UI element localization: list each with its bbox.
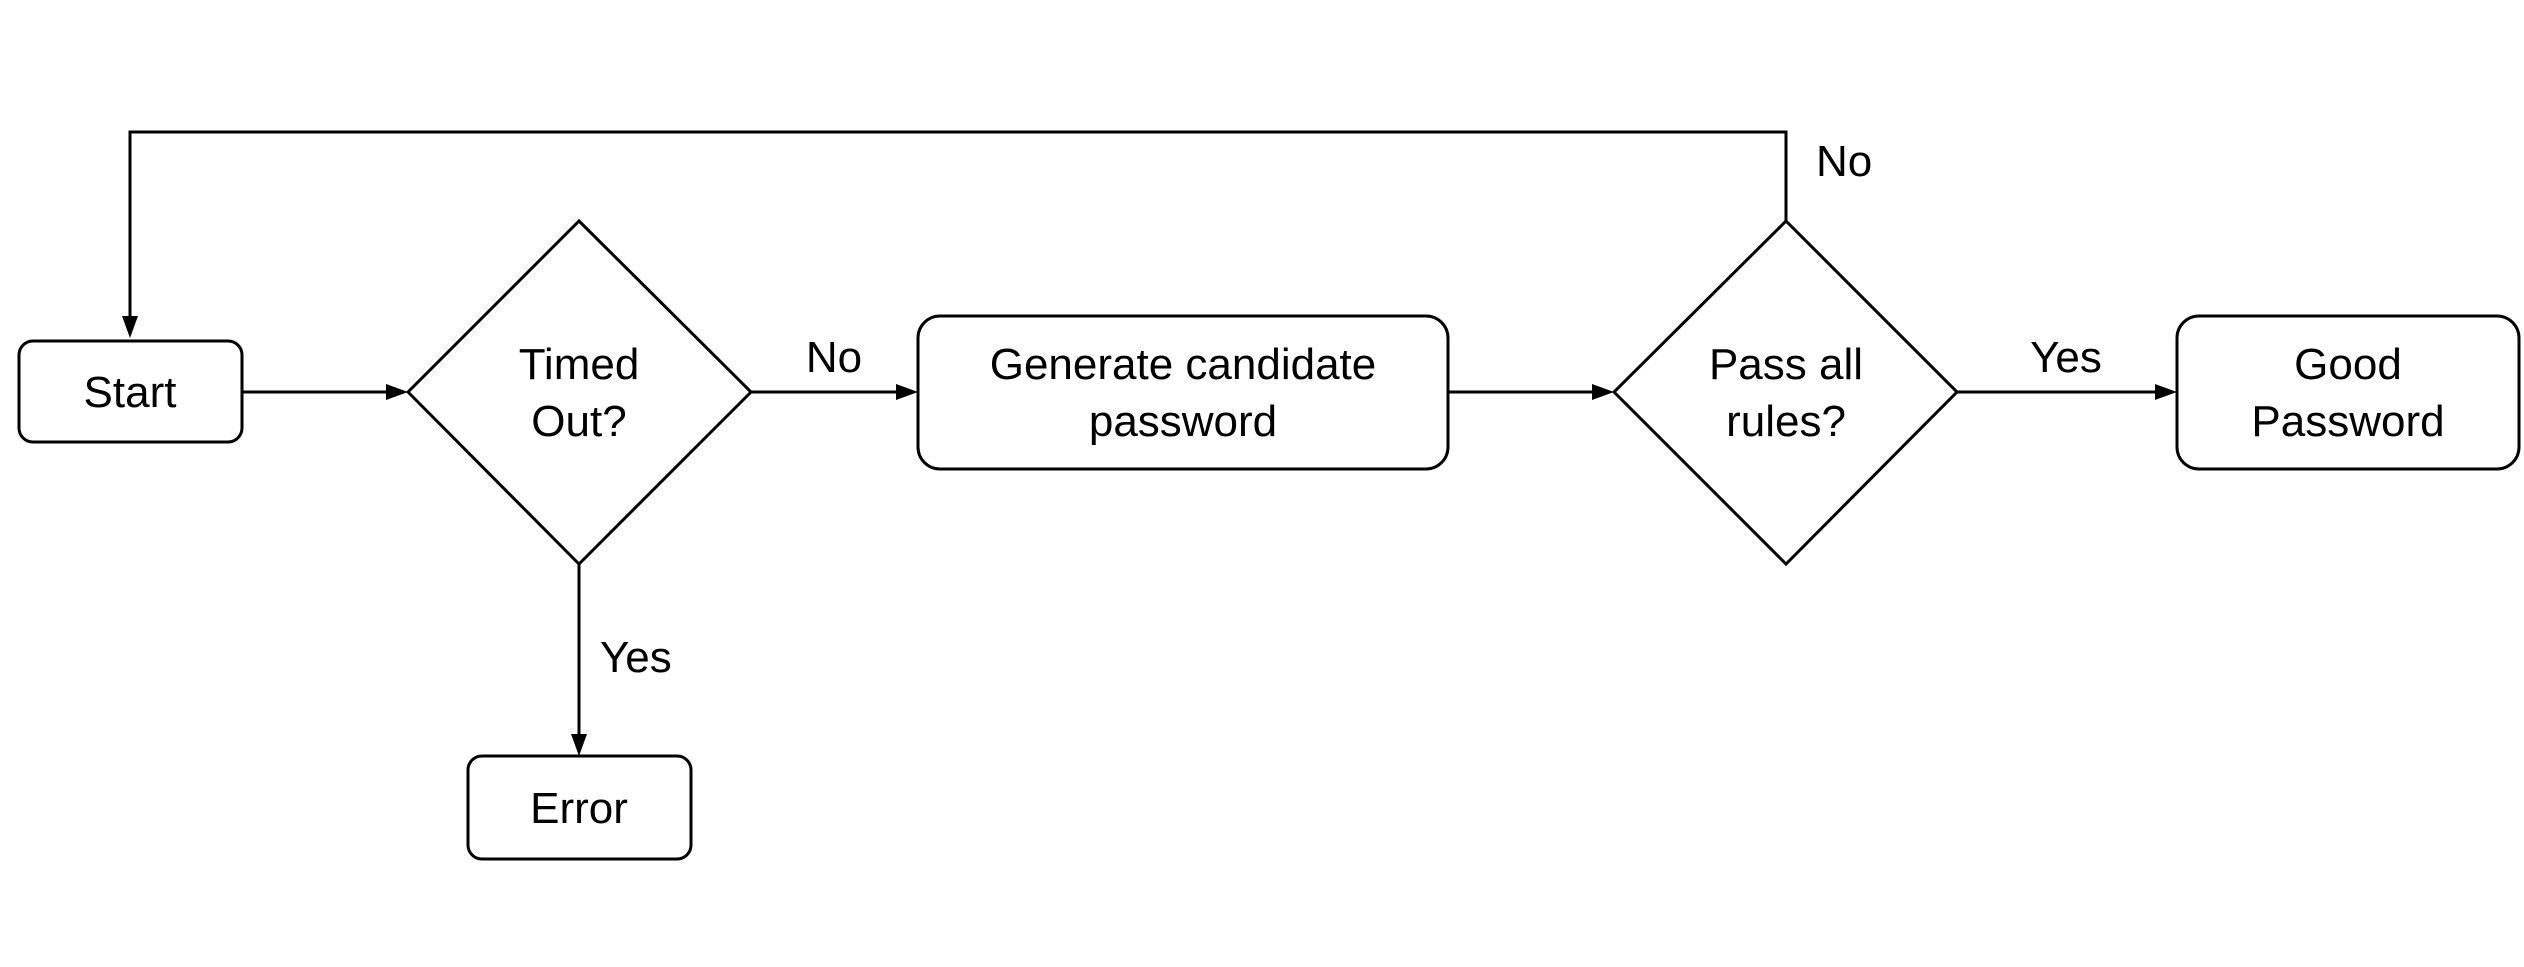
arrowhead — [386, 384, 408, 400]
edge-label-yes: Yes — [600, 633, 672, 682]
arrowhead — [122, 316, 138, 338]
edge-label-no: No — [1816, 137, 1872, 186]
arrowhead — [571, 734, 587, 756]
node-pass-rules-line2: rules? — [1726, 397, 1846, 446]
edge-label-yes: Yes — [2030, 333, 2102, 382]
edge-timed-out-no: No — [751, 333, 918, 400]
edge-pass-rules-no: No — [122, 130, 1872, 338]
node-generate-candidate-password: Generate candidate password — [916, 314, 1450, 471]
edge-pass-rules-yes: Yes — [1957, 333, 2177, 400]
node-timed-out-line2: Out? — [531, 397, 626, 446]
node-generate-line2: password — [1089, 397, 1277, 446]
arrowhead — [896, 384, 918, 400]
node-good-password-line2: Password — [2251, 397, 2444, 446]
edge-start-to-timed-out — [242, 384, 408, 400]
node-good-password: Good Password — [2175, 314, 2521, 471]
node-pass-rules-decision: Pass all rules? — [1611, 218, 1960, 567]
node-error-label: Error — [530, 784, 628, 833]
arrowhead — [1592, 384, 1614, 400]
arrowhead — [2155, 384, 2177, 400]
node-start: Start — [17, 339, 244, 444]
node-pass-rules-line1: Pass all — [1709, 340, 1863, 389]
node-generate-line1: Generate candidate — [990, 340, 1377, 389]
node-start-label: Start — [84, 368, 177, 417]
node-good-password-line1: Good — [2294, 340, 2402, 389]
node-timed-out-line1: Timed — [519, 340, 640, 389]
node-timed-out-decision: Timed Out? — [405, 218, 754, 567]
edge-generate-to-pass-rules — [1448, 384, 1614, 400]
node-error: Error — [466, 754, 693, 861]
edge-timed-out-yes: Yes — [571, 564, 672, 756]
edge-label-no: No — [806, 333, 862, 382]
